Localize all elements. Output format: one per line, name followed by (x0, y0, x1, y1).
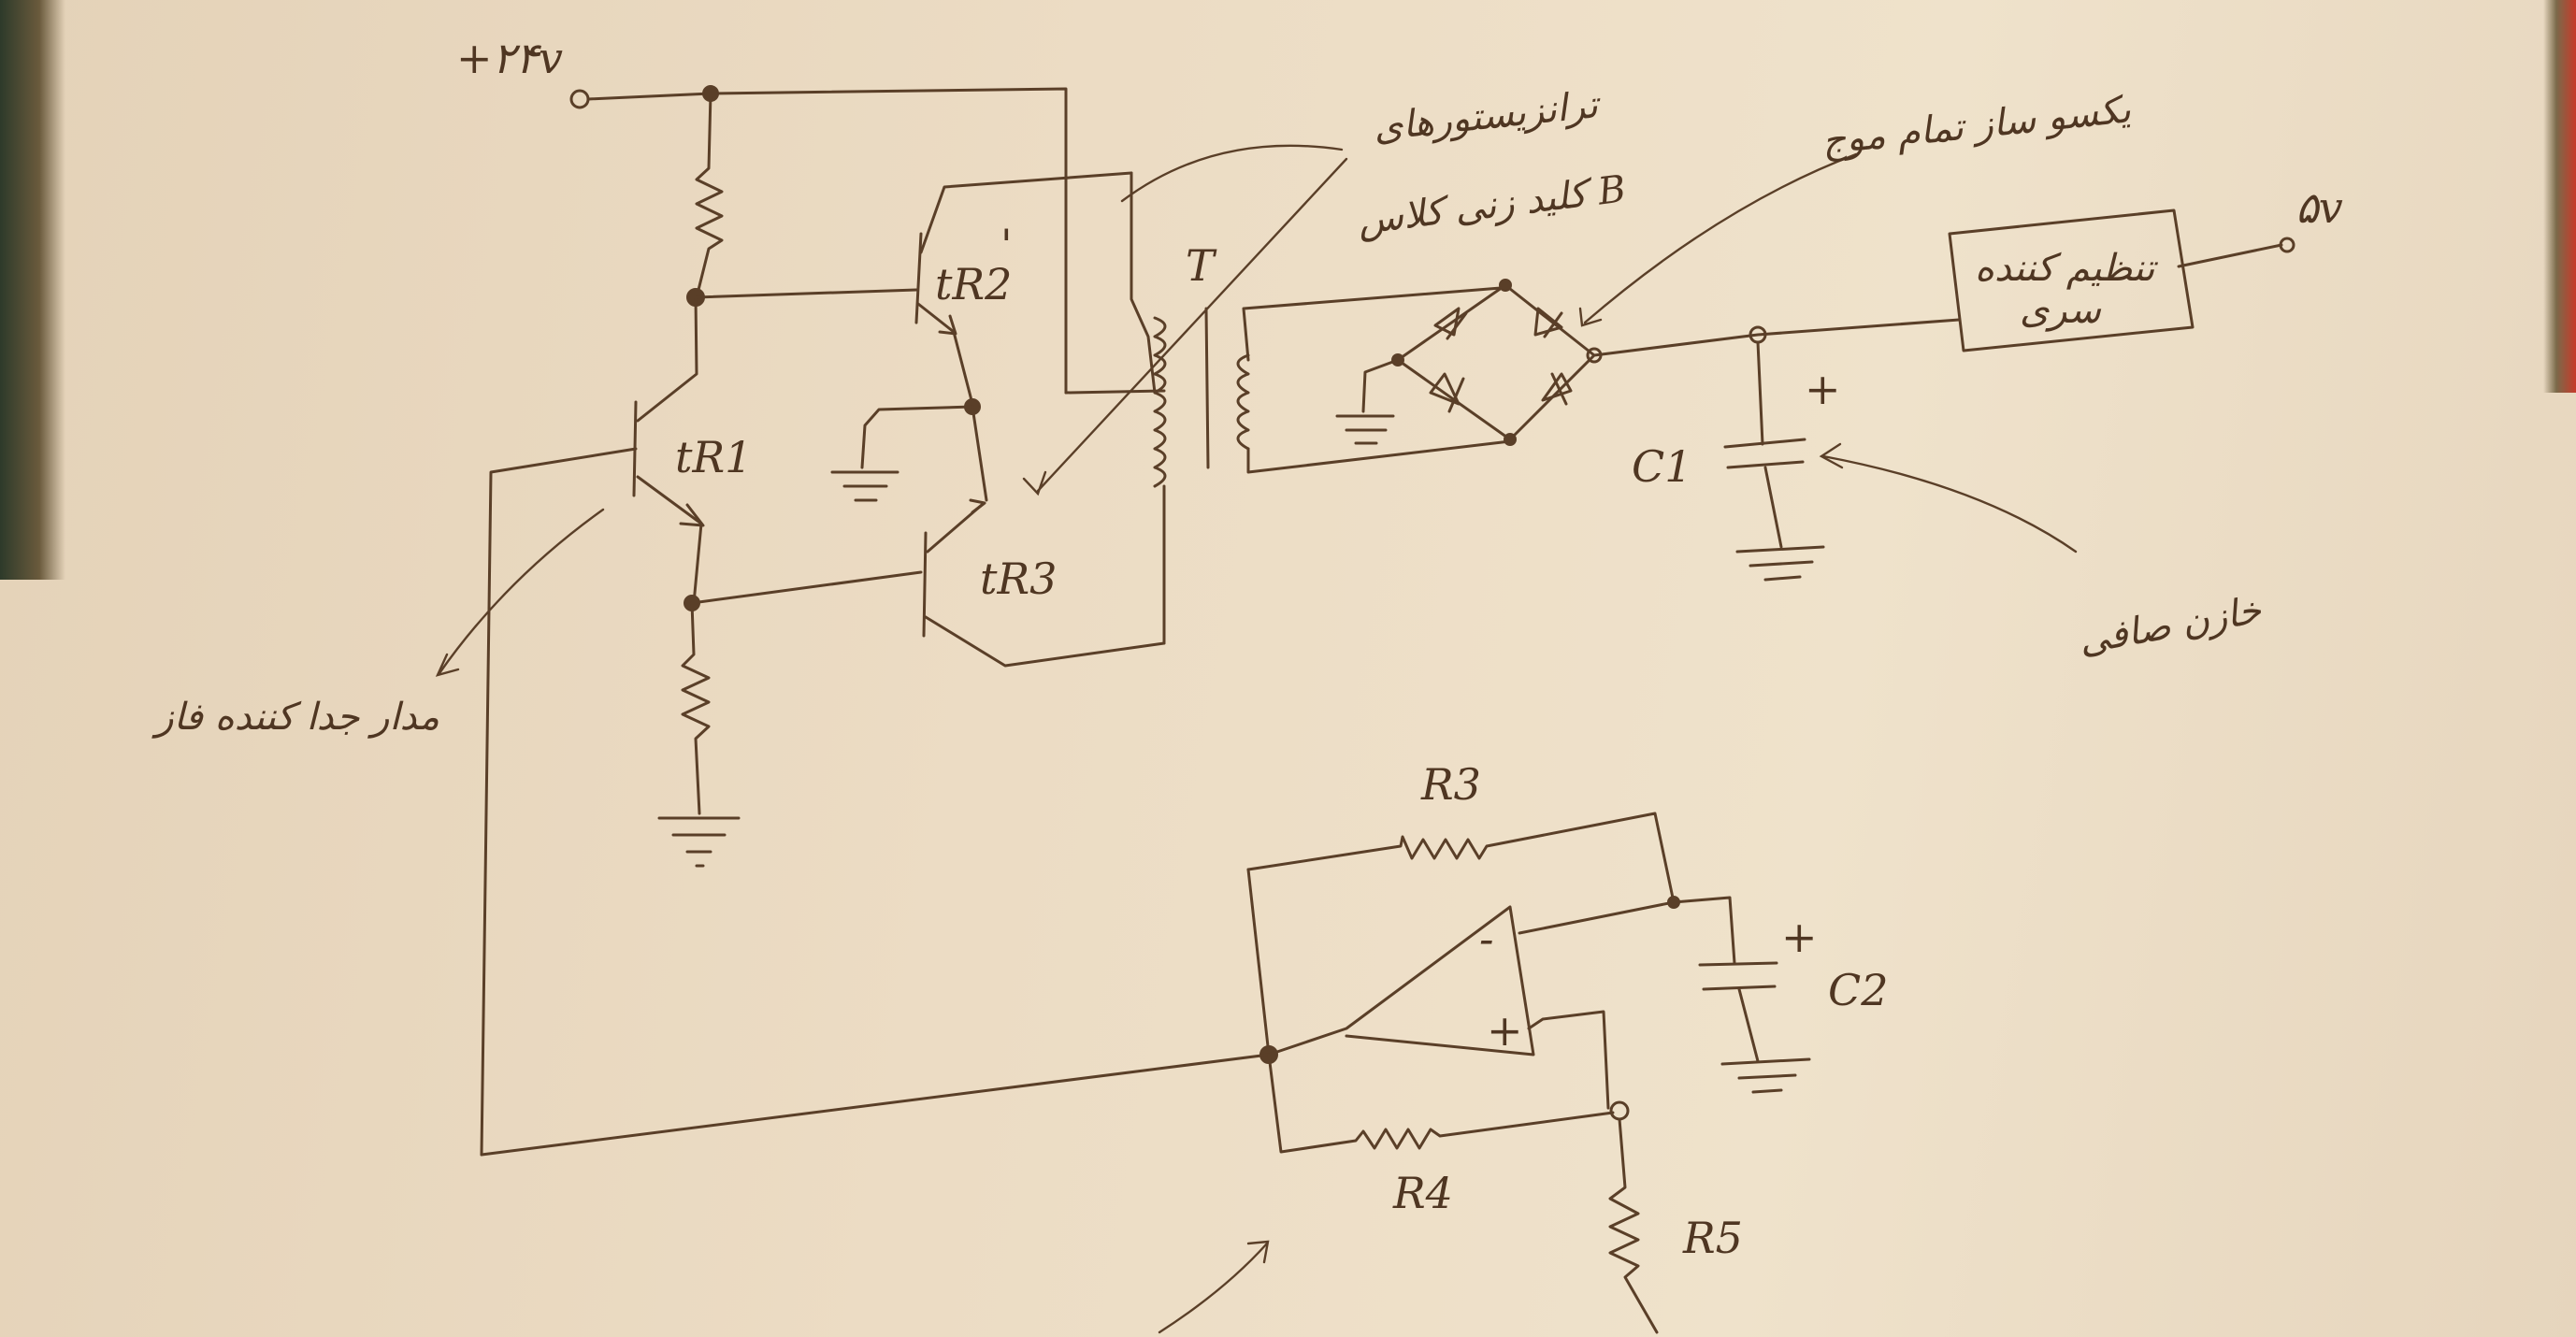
tr3-label: tR3 (980, 553, 1057, 604)
wire-primary-top (1130, 171, 1157, 395)
c2-label: C2 (1828, 965, 1888, 1015)
wire-mid-to-ground (860, 405, 974, 469)
arrow-to-tr3 (1036, 157, 1348, 493)
wire-mid-to-tr3 (971, 405, 988, 502)
resistor-emitter-tr1 (681, 601, 711, 815)
ground-tr1 (657, 816, 741, 868)
note-phase-splitter: مدار جدا کننده فاز (151, 696, 439, 739)
bridge-rectifier (1391, 279, 1603, 446)
node-noninverting (1609, 1100, 1630, 1121)
arrow-oscillator (438, 508, 605, 675)
wire-inverting-input (1518, 896, 1736, 965)
resistor-r4 (1267, 1053, 1615, 1154)
wire-bridge-ground (1361, 358, 1400, 413)
wire-c1-top (1756, 340, 1764, 446)
transistor-tr2 (914, 171, 1133, 336)
arrow-bottom (1158, 1242, 1269, 1334)
c1-label: C1 (1632, 441, 1691, 492)
capacitor-c2 (1698, 961, 1778, 991)
r3-label: R3 (1420, 759, 1481, 810)
wire-feedback-to-tr1 (480, 1053, 1271, 1157)
r5-label: R5 (1682, 1213, 1743, 1263)
wire-tr1-emitter (692, 522, 703, 605)
wire-c2-bottom (1737, 987, 1760, 1063)
transformer-t (1153, 307, 1250, 488)
output-terminal (2279, 237, 2295, 253)
wire-dc-bus (1592, 318, 1961, 357)
resistor-collector-tr1 (695, 92, 724, 299)
opamp-triangle (1267, 905, 1535, 1057)
arrow-head-bridge (1578, 307, 1603, 327)
arrow-capacitor (1821, 454, 2078, 553)
note-transistors: ترانزیستورهای (1372, 83, 1604, 150)
transistor-tr3 (922, 498, 1166, 668)
c2-plus: + (1781, 912, 1818, 962)
resistor-r5 (1608, 1117, 1659, 1334)
regulator-text-2: سری (2020, 289, 2101, 332)
opamp-plus: + (1487, 1005, 1523, 1056)
regulator-text: تنظیم کننده (1975, 247, 2158, 290)
r4-label: R4 (1392, 1168, 1453, 1218)
tr2-label: tR2 (935, 259, 1012, 309)
arrow-class-b (1120, 144, 1344, 203)
arrow-head-bottom (1246, 1240, 1270, 1264)
transformer-label: T (1186, 240, 1217, 291)
note-class-b: کلید زنی کلاس B (1355, 167, 1628, 243)
ground-mid (830, 470, 899, 502)
background-edge-right (2543, 0, 2576, 393)
node-inverting (1667, 896, 1680, 909)
ground-c1 (1735, 545, 1825, 582)
wire-to-tr2-base (694, 288, 918, 299)
arrow-bridge (1583, 152, 1858, 324)
wire-secondary-top (1242, 286, 1503, 362)
vcc-label: +۲۴v (456, 33, 563, 83)
transistor-tr1 (632, 295, 705, 527)
wire-to-tr3-base (690, 570, 923, 605)
arrow-head-oscillator (435, 653, 460, 677)
wire-primary-center-tap (1064, 389, 1166, 395)
note-filter-capacitor: خازن صافی (2076, 589, 2265, 664)
vcc-terminal (569, 89, 590, 109)
vcc-rail (586, 87, 1068, 395)
arrow-head-capacitor (1819, 442, 1844, 469)
tr1-label: tR1 (675, 432, 752, 482)
regulator-box (1948, 208, 2195, 352)
resistor-r3 (1246, 812, 1676, 904)
wire-tr1-base-feedback (480, 447, 638, 1157)
output-voltage-label: ۵v (2295, 182, 2343, 233)
opamp-minus: - (1479, 913, 1494, 964)
capacitor-c1 (1723, 438, 1806, 469)
wire-left-vertical (1246, 868, 1271, 1057)
note-full-wave-rectifier: یکسو ساز تمام موج (1820, 88, 2133, 163)
wire-secondary-bottom (1246, 439, 1512, 474)
c1-plus: + (1805, 364, 1841, 414)
ground-c2 (1720, 1057, 1811, 1094)
background-edge-left (0, 0, 65, 580)
arrow-head-tr3 (1022, 470, 1047, 496)
wire-noninverting-input (1527, 1010, 1610, 1110)
tr2-prime-label: ' (1000, 220, 1013, 270)
wire-regulator-out (2177, 243, 2283, 268)
wire-tr2-emitter (952, 330, 974, 406)
wire-c1-bottom (1763, 466, 1783, 549)
ground-bridge (1335, 414, 1395, 445)
